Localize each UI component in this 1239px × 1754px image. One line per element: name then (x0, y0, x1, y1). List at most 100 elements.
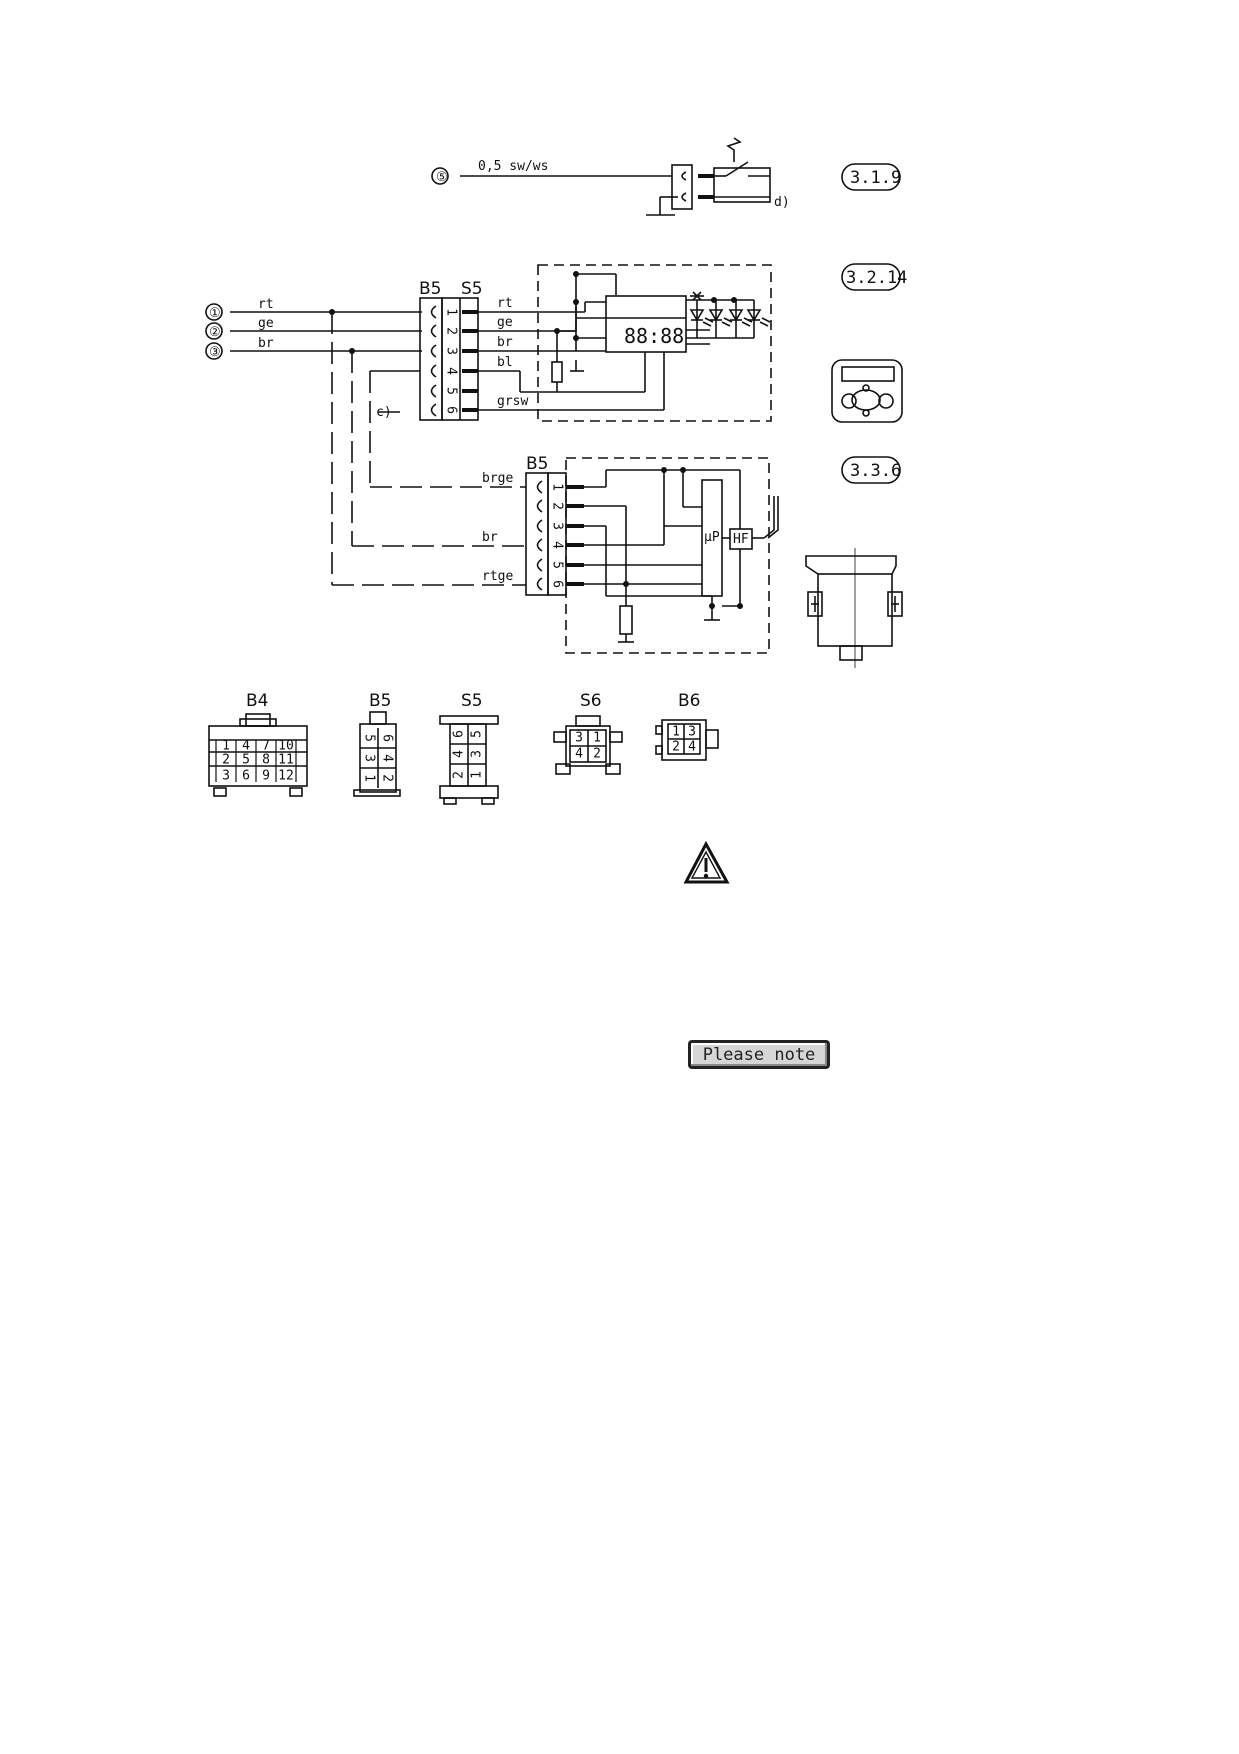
socket-arc (536, 558, 543, 572)
label-b6: B6 (678, 691, 700, 711)
b6-pin: 1 (672, 725, 680, 740)
connector-s6 (553, 715, 623, 775)
wire-br-lower: br (482, 530, 498, 545)
b4-pin: 6 (242, 769, 250, 784)
b4-pin: 1 (222, 739, 230, 754)
b6-pin: 3 (688, 725, 696, 740)
b4-pin: 3 (222, 769, 230, 784)
please-note-button[interactable]: Please note (688, 1040, 830, 1069)
b4-pin: 5 (242, 753, 250, 768)
label-s6: S6 (580, 691, 602, 711)
s6-pin: 1 (593, 731, 601, 746)
s6-pin: 3 (575, 731, 583, 746)
wire-grsw-right: grsw (497, 394, 528, 409)
b4-pin: 4 (242, 739, 250, 754)
node-5: ⑤ (436, 170, 448, 185)
socket-arc (430, 305, 437, 319)
control-unit-outline (805, 548, 903, 668)
junctions (329, 271, 743, 609)
s5-pin: 2 (452, 771, 467, 779)
pin-number: 6 (444, 406, 459, 414)
pin-number: 3 (550, 522, 565, 530)
b5-pin: 6 (380, 734, 395, 742)
socket-arc (536, 480, 543, 494)
ref-3-3-6: 3.3.6 (850, 461, 901, 481)
connector-b4 (208, 713, 308, 797)
note-c: c) (376, 405, 392, 420)
pin-number: 5 (550, 561, 565, 569)
note-d: d) (774, 195, 790, 210)
socket-arc (536, 499, 543, 513)
label-b5-lower: B5 (526, 454, 548, 474)
socket-arc (536, 519, 543, 533)
s5-pin: 6 (452, 730, 467, 738)
wire-ge-right: ge (497, 315, 513, 330)
wire-ge-left: ge (258, 316, 274, 331)
wire-label-sw-ws: 0,5 sw/ws (478, 159, 548, 174)
s5-pin: 4 (452, 750, 467, 758)
top-circuit (431, 137, 901, 216)
ref-3-2-14: 3.2.14 (846, 268, 907, 288)
b5-pin: 5 (362, 734, 377, 742)
b6-pin: 2 (672, 740, 680, 755)
b4-pin: 7 (262, 739, 270, 754)
wire-br-left: br (258, 336, 274, 351)
ref-3-1-9: 3.1.9 (850, 168, 901, 188)
pin-number: 1 (444, 308, 459, 316)
s6-pin: 2 (593, 747, 601, 762)
s5-pin: 3 (470, 750, 485, 758)
socket-arc (430, 384, 437, 398)
b4-pin: 8 (262, 753, 270, 768)
socket-arc (536, 577, 543, 591)
middle-circuit-labels: ① ② ③ rt ge br B5 S5 rt ge br bl grsw c)… (209, 268, 907, 420)
wire-br-right: br (497, 335, 513, 350)
pin-number: 4 (550, 541, 565, 549)
socket-arc (430, 403, 437, 417)
lower-circuit (332, 456, 903, 668)
socket-arc (536, 538, 543, 552)
label-s5-conn: S5 (461, 691, 483, 711)
node-2: ② (209, 325, 221, 340)
wire-rt-right: rt (497, 296, 513, 311)
pin-number: 5 (444, 387, 459, 395)
wire-bl-right: bl (497, 355, 513, 370)
label-b5-mid: B5 (419, 279, 441, 299)
s5-pin: 1 (470, 771, 485, 779)
b5-pin: 4 (380, 754, 395, 762)
pin-number: 2 (550, 502, 565, 510)
s6-pin: 4 (575, 747, 583, 762)
top-circuit-labels: ⑤ 0,5 sw/ws d) 3.1.9 (436, 159, 901, 210)
b5-pin: 2 (380, 774, 395, 782)
hf-label: HF (733, 532, 749, 547)
b4-pin: 10 (278, 739, 294, 754)
b4-pin: 9 (262, 769, 270, 784)
b4-pin: 2 (222, 753, 230, 768)
wire-brge: brge (482, 471, 513, 486)
warning-triangle-icon (683, 840, 730, 884)
wire-rt-left: rt (258, 297, 274, 312)
node-1: ① (209, 306, 221, 321)
socket-arc (430, 344, 437, 358)
middle-circuit (205, 263, 901, 585)
b6-pin: 4 (688, 740, 696, 755)
remote-control-icon (831, 359, 903, 423)
b5-pin: 3 (362, 754, 377, 762)
socket-arc (430, 324, 437, 338)
pin-number: 1 (550, 483, 565, 491)
b4-pin: 11 (278, 753, 294, 768)
label-b4: B4 (246, 691, 268, 711)
wire-rtge: rtge (482, 569, 513, 584)
pin-number: 2 (444, 327, 459, 335)
pin-number: 3 (444, 347, 459, 355)
connector-b5 (353, 711, 401, 797)
chip-label: µP (704, 530, 720, 545)
b5-pin: 1 (362, 774, 377, 782)
label-s5-mid: S5 (461, 279, 483, 299)
b4-pin: 12 (278, 769, 294, 784)
socket-arc (430, 364, 437, 378)
